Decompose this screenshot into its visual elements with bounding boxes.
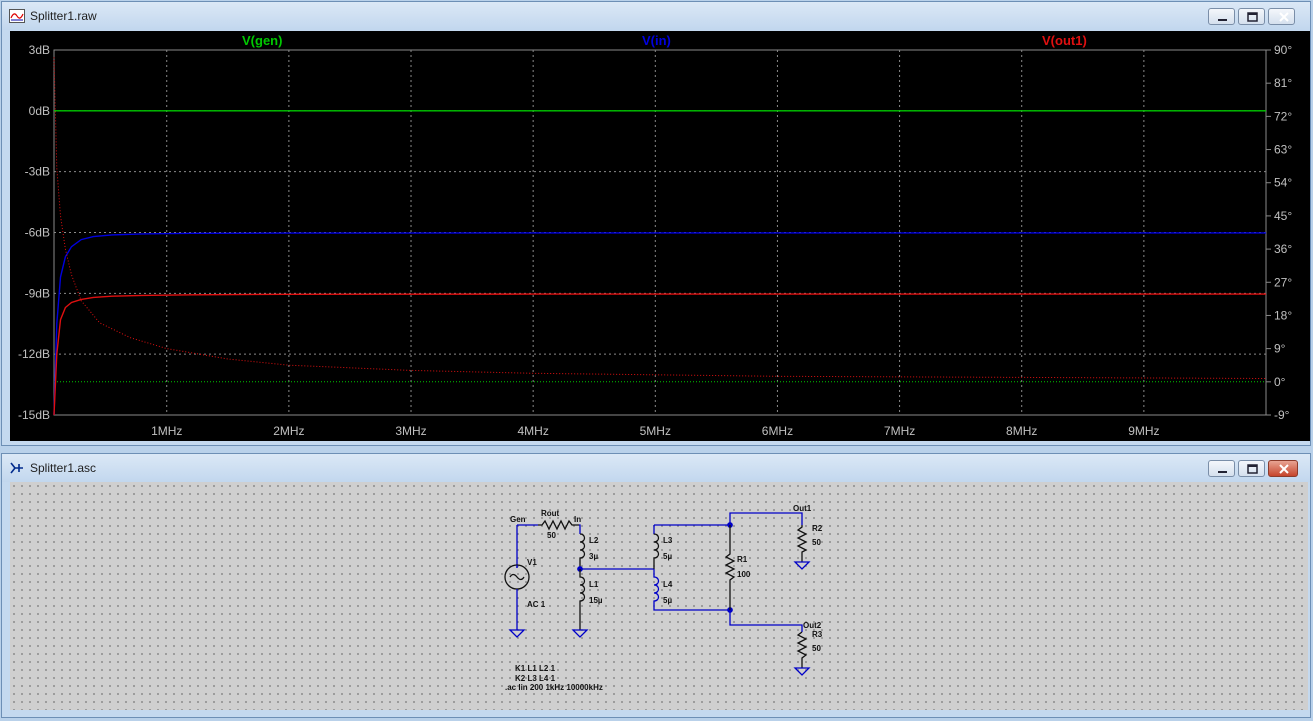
label-v1-value: AC 1 — [527, 600, 546, 609]
label-rout-value: 50 — [547, 531, 556, 540]
y-right-tick-label: 45° — [1274, 209, 1292, 223]
minimize-icon — [1218, 19, 1227, 21]
y-right-tick-label: 27° — [1274, 275, 1292, 289]
label-l3: L3 — [663, 536, 673, 545]
inductor-l1[interactable] — [579, 569, 586, 630]
label-in: In — [574, 515, 581, 524]
trace-label-in[interactable]: V(in) — [642, 33, 671, 48]
spice-directive-k2[interactable]: K2 L3 L4 1 — [515, 674, 556, 683]
x-tick-label: 5MHz — [640, 424, 671, 438]
label-r3: R3 — [812, 630, 823, 639]
schematic-window: Splitter1.asc — [1, 453, 1311, 718]
resistor-r1[interactable] — [724, 525, 736, 610]
ground-l1[interactable] — [571, 629, 589, 638]
close-icon — [1279, 12, 1289, 22]
label-r1: R1 — [737, 555, 748, 564]
schematic-maximize-button[interactable] — [1238, 460, 1265, 477]
trace-label-out1[interactable]: V(out1) — [1042, 33, 1087, 48]
plot-maximize-button[interactable] — [1238, 8, 1265, 25]
label-l1: L1 — [589, 580, 599, 589]
y-right-tick-label: 36° — [1274, 242, 1292, 256]
plot-close-button[interactable] — [1268, 8, 1295, 25]
schematic-icon — [10, 462, 23, 474]
inductor-l3[interactable] — [653, 533, 660, 569]
x-tick-label: 3MHz — [395, 424, 426, 438]
x-tick-label: 2MHz — [273, 424, 304, 438]
label-out2: Out2 — [803, 621, 822, 630]
schematic-minimize-button[interactable] — [1208, 460, 1235, 477]
label-l1-value: 15µ — [589, 596, 603, 605]
ground-r2[interactable] — [793, 561, 811, 570]
label-r2-value: 50 — [812, 538, 821, 547]
label-l4-value: 5µ — [663, 596, 672, 605]
y-right-tick-label: -9° — [1274, 408, 1290, 422]
spice-directive-ac[interactable]: .ac lin 200 1kHz 10000kHz — [505, 683, 603, 692]
label-r1-value: 100 — [737, 570, 751, 579]
y-right-tick-label: 63° — [1274, 143, 1292, 157]
x-tick-label: 9MHz — [1128, 424, 1159, 438]
plot-window-titlebar[interactable]: Splitter1.raw — [2, 2, 1310, 30]
label-out1: Out1 — [793, 504, 812, 513]
y-right-tick-label: 72° — [1274, 109, 1292, 123]
schematic-window-titlebar[interactable]: Splitter1.asc — [2, 454, 1310, 482]
waveform-plot[interactable]: 3dB 0dB -3dB -6dB -9dB -12dB -15dB 90° 81° 72° 63°… — [10, 31, 1310, 441]
resistor-r3[interactable] — [796, 631, 808, 668]
y-right-tick-label: 90° — [1274, 43, 1292, 57]
resistor-r2[interactable] — [796, 525, 808, 562]
waveform-icon — [9, 9, 25, 23]
inductor-l2[interactable] — [579, 533, 586, 569]
y-left-tick-label: -6dB — [25, 226, 50, 240]
y-right-tick-label: 81° — [1274, 76, 1292, 90]
x-tick-label: 6MHz — [762, 424, 793, 438]
y-right-tick-label: 54° — [1274, 176, 1292, 190]
y-left-tick-label: 3dB — [29, 43, 50, 57]
trace-vout1-magnitude[interactable] — [53, 293, 1266, 416]
x-tick-label: 1MHz — [151, 424, 182, 438]
label-gen: Gen — [510, 515, 526, 524]
label-rout: Rout — [541, 509, 560, 518]
label-v1: V1 — [527, 558, 537, 567]
schematic-canvas[interactable]: Gen In Rout 50 V1 AC 1 L2 3µ L1 15µ L3 5… — [10, 482, 1308, 710]
y-right-tick-label: 18° — [1274, 308, 1292, 322]
maximize-icon — [1247, 12, 1258, 22]
schematic-window-title: Splitter1.asc — [30, 461, 97, 475]
label-l4: L4 — [663, 580, 673, 589]
y-left-tick-label: -15dB — [18, 408, 50, 422]
y-left-tick-label: -3dB — [25, 165, 50, 179]
plot-minimize-button[interactable] — [1208, 8, 1235, 25]
spice-directive-k1[interactable]: K1 L1 L2 1 — [515, 664, 556, 673]
label-r3-value: 50 — [812, 644, 821, 653]
trace-vin-magnitude[interactable] — [53, 232, 1266, 416]
y-right-tick-label: 0° — [1274, 375, 1286, 389]
circuit-diagram[interactable]: Gen In Rout 50 V1 AC 1 L2 3µ L1 15µ L3 5… — [10, 482, 1308, 710]
inductor-l4[interactable] — [653, 569, 803, 632]
y-right-tick-label: 9° — [1274, 342, 1286, 356]
ground-v1[interactable] — [508, 629, 526, 638]
x-tick-label: 8MHz — [1006, 424, 1037, 438]
y-left-tick-label: -12dB — [18, 347, 50, 361]
label-l2-value: 3µ — [589, 552, 598, 561]
close-icon — [1279, 464, 1289, 474]
label-l2: L2 — [589, 536, 599, 545]
wire-top-transformer[interactable] — [654, 512, 803, 526]
y-left-tick-label: -9dB — [25, 286, 50, 300]
plot-window: Splitter1.raw 3dB 0dB -3dB -6dB -9dB -12dB -15… — [1, 1, 1311, 446]
trace-vout1-phase[interactable] — [53, 57, 1267, 379]
y-left-tick-label: 0dB — [29, 104, 50, 118]
label-l3-value: 5µ — [663, 552, 672, 561]
minimize-icon — [1218, 471, 1227, 473]
wire-in[interactable] — [579, 524, 581, 534]
x-tick-label: 7MHz — [884, 424, 915, 438]
x-tick-label: 4MHz — [517, 424, 548, 438]
schematic-close-button[interactable] — [1268, 460, 1298, 477]
resistor-rout[interactable] — [538, 519, 579, 531]
ground-r3[interactable] — [793, 667, 811, 676]
trace-label-gen[interactable]: V(gen) — [242, 33, 282, 48]
waveform-chart[interactable]: 3dB 0dB -3dB -6dB -9dB -12dB -15dB 90° 81° 72° 63°… — [10, 31, 1310, 441]
label-r2: R2 — [812, 524, 823, 533]
maximize-icon — [1247, 464, 1258, 474]
plot-window-title: Splitter1.raw — [30, 9, 97, 23]
